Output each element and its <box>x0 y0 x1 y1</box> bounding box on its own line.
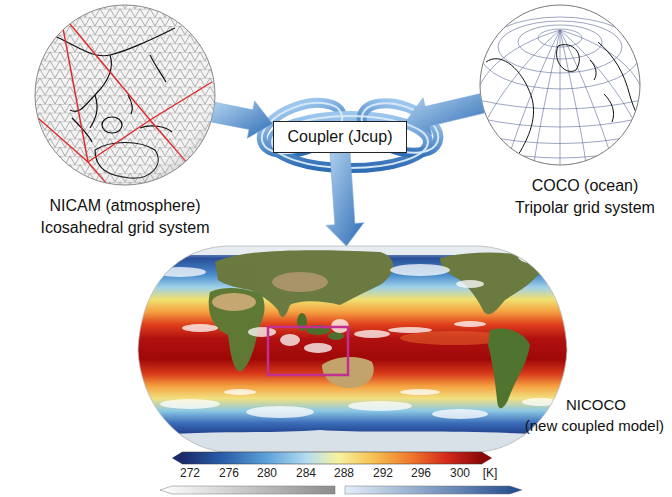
ocean-globe-node: COCO (ocean)Tripolar grid system <box>480 5 640 165</box>
block-arrow <box>406 94 484 135</box>
colorbar-tick: 280 <box>257 466 277 480</box>
cloud-colorbars <box>160 486 522 494</box>
box-label: Coupler (Jcup) <box>288 127 393 146</box>
grid-name: Icosahedral grid system <box>41 218 210 237</box>
grid-name: Tripolar grid system <box>515 198 655 217</box>
colorbar <box>172 452 492 464</box>
model-description: (new coupled model) <box>525 417 664 435</box>
colorbar-tick: 276 <box>219 466 239 480</box>
atmosphere-globe-node: NICAM (atmosphere)Icosahedral grid syste… <box>35 5 215 185</box>
colorbar-tick: 292 <box>373 466 393 480</box>
block-arrow <box>211 101 272 138</box>
colorbar-tick: 272 <box>180 466 200 480</box>
coupler-box: Coupler (Jcup) <box>273 121 408 152</box>
atmosphere-globe <box>35 5 215 190</box>
colorbar-tick: 296 <box>411 466 431 480</box>
colorbar-tick: 284 <box>296 466 316 480</box>
colorbar-tick: [K] <box>483 466 498 480</box>
model-name: NICOCO <box>566 396 626 414</box>
ocean-globe <box>478 5 642 170</box>
coupled-model-node: NICOCO(new coupled model) <box>138 246 567 452</box>
model-name: NICAM (atmosphere) <box>49 196 200 215</box>
coupled-model-map <box>138 246 567 452</box>
colorbar-tick: 288 <box>334 466 354 480</box>
block-arrow <box>326 152 364 246</box>
colorbar-tick: 300 <box>450 466 470 480</box>
model-name: COCO (ocean) <box>532 176 639 195</box>
